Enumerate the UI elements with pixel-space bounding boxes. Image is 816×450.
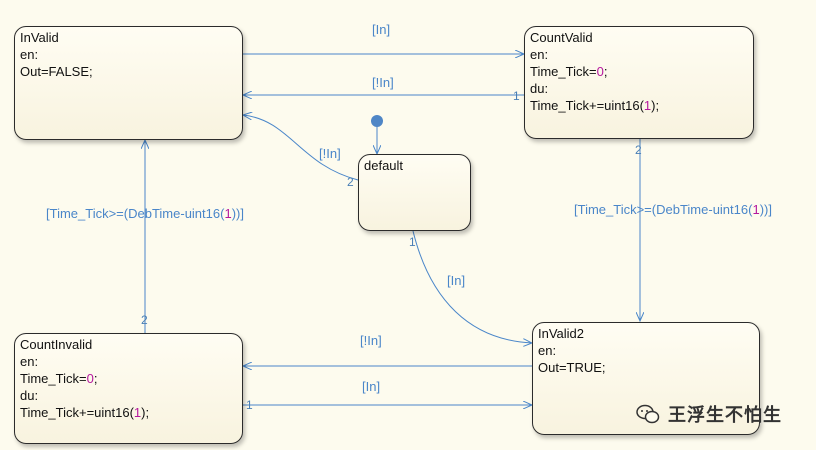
- transition-priority: 2: [141, 313, 148, 327]
- transition-priority: 2: [347, 175, 354, 189]
- watermark-text: 王浮生不怕生: [668, 405, 782, 426]
- number-literal: 1: [752, 202, 760, 217]
- state-action: Time_Tick+=uint16(1);: [530, 98, 660, 113]
- state-action: du:: [530, 81, 549, 96]
- transition-label: [!In]: [372, 75, 394, 90]
- transition-label: [!In]: [319, 146, 341, 161]
- transition-label: [In]: [447, 273, 466, 288]
- number-literal: 1: [133, 405, 142, 420]
- transition-label: [Time_Tick>=(DebTime-uint16(1))]: [46, 206, 244, 221]
- transition-priority: 1: [409, 235, 416, 249]
- transition-label: [In]: [362, 379, 381, 394]
- state-name: InValid: [20, 30, 59, 45]
- transition-default-to-invalid[interactable]: [243, 115, 359, 181]
- transition-priority: 2: [635, 143, 642, 157]
- state-action: Time_Tick+=uint16(1);: [20, 405, 150, 420]
- transition-priority: 1: [246, 398, 253, 412]
- number-literal: 1: [643, 98, 652, 113]
- default-transition-dot[interactable]: [371, 115, 383, 127]
- state-countinvalid[interactable]: CountInvalid en: Time_Tick=0; du: Time_T…: [14, 333, 243, 444]
- transition-label: [Time_Tick>=(DebTime-uint16(1))]: [574, 202, 772, 217]
- transition-label: [In]: [372, 22, 391, 37]
- state-action: Time_Tick=0;: [20, 371, 98, 386]
- state-action: en:: [538, 343, 557, 358]
- transition-priority: 1: [513, 89, 520, 103]
- transition-default-to-invalid2[interactable]: [412, 230, 532, 343]
- state-name: CountValid: [530, 30, 593, 45]
- number-literal: 1: [224, 206, 232, 221]
- state-action: Out=TRUE;: [538, 360, 606, 375]
- state-default[interactable]: default: [358, 154, 471, 231]
- number-literal: 0: [596, 64, 604, 79]
- number-literal: 0: [86, 371, 94, 386]
- wechat-icon: [636, 404, 660, 424]
- state-name: default: [364, 158, 404, 173]
- state-invalid[interactable]: InValid en: Out=FALSE;: [14, 26, 243, 140]
- state-name: CountInvalid: [20, 337, 93, 352]
- state-action: en:: [20, 354, 39, 369]
- state-action: en:: [20, 47, 39, 62]
- state-action: du:: [20, 388, 39, 403]
- transition-label: [!In]: [360, 333, 382, 348]
- watermark: 王浮生不怕生: [636, 401, 782, 427]
- state-name: InValid2: [538, 326, 585, 341]
- state-action: en:: [530, 47, 549, 62]
- state-countvalid[interactable]: CountValid en: Time_Tick=0; du: Time_Tic…: [524, 26, 754, 139]
- state-action: Out=FALSE;: [20, 64, 93, 79]
- state-action: Time_Tick=0;: [530, 64, 608, 79]
